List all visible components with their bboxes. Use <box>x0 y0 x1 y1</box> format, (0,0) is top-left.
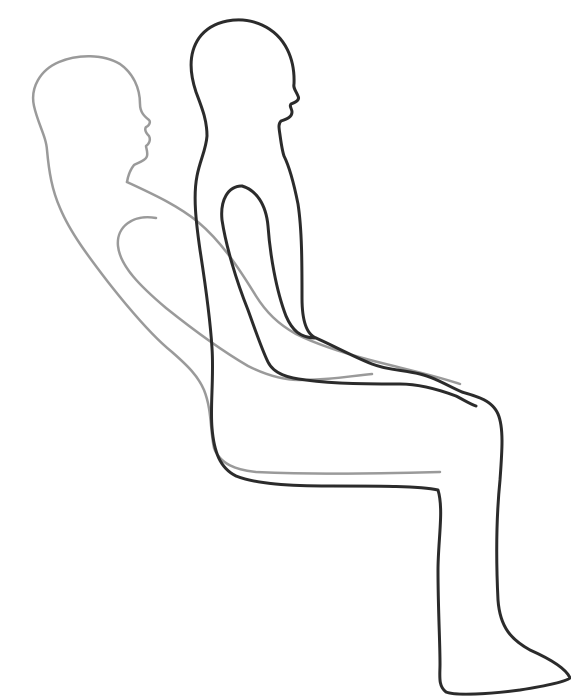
reclined-figure-lap <box>127 182 460 384</box>
upright-seated-figure <box>191 20 570 694</box>
upright-figure-arm <box>222 186 476 406</box>
upright-figure-body-outline <box>191 20 570 694</box>
reclined-seated-figure <box>33 56 460 473</box>
upright-figure-arm-outer <box>242 186 316 338</box>
